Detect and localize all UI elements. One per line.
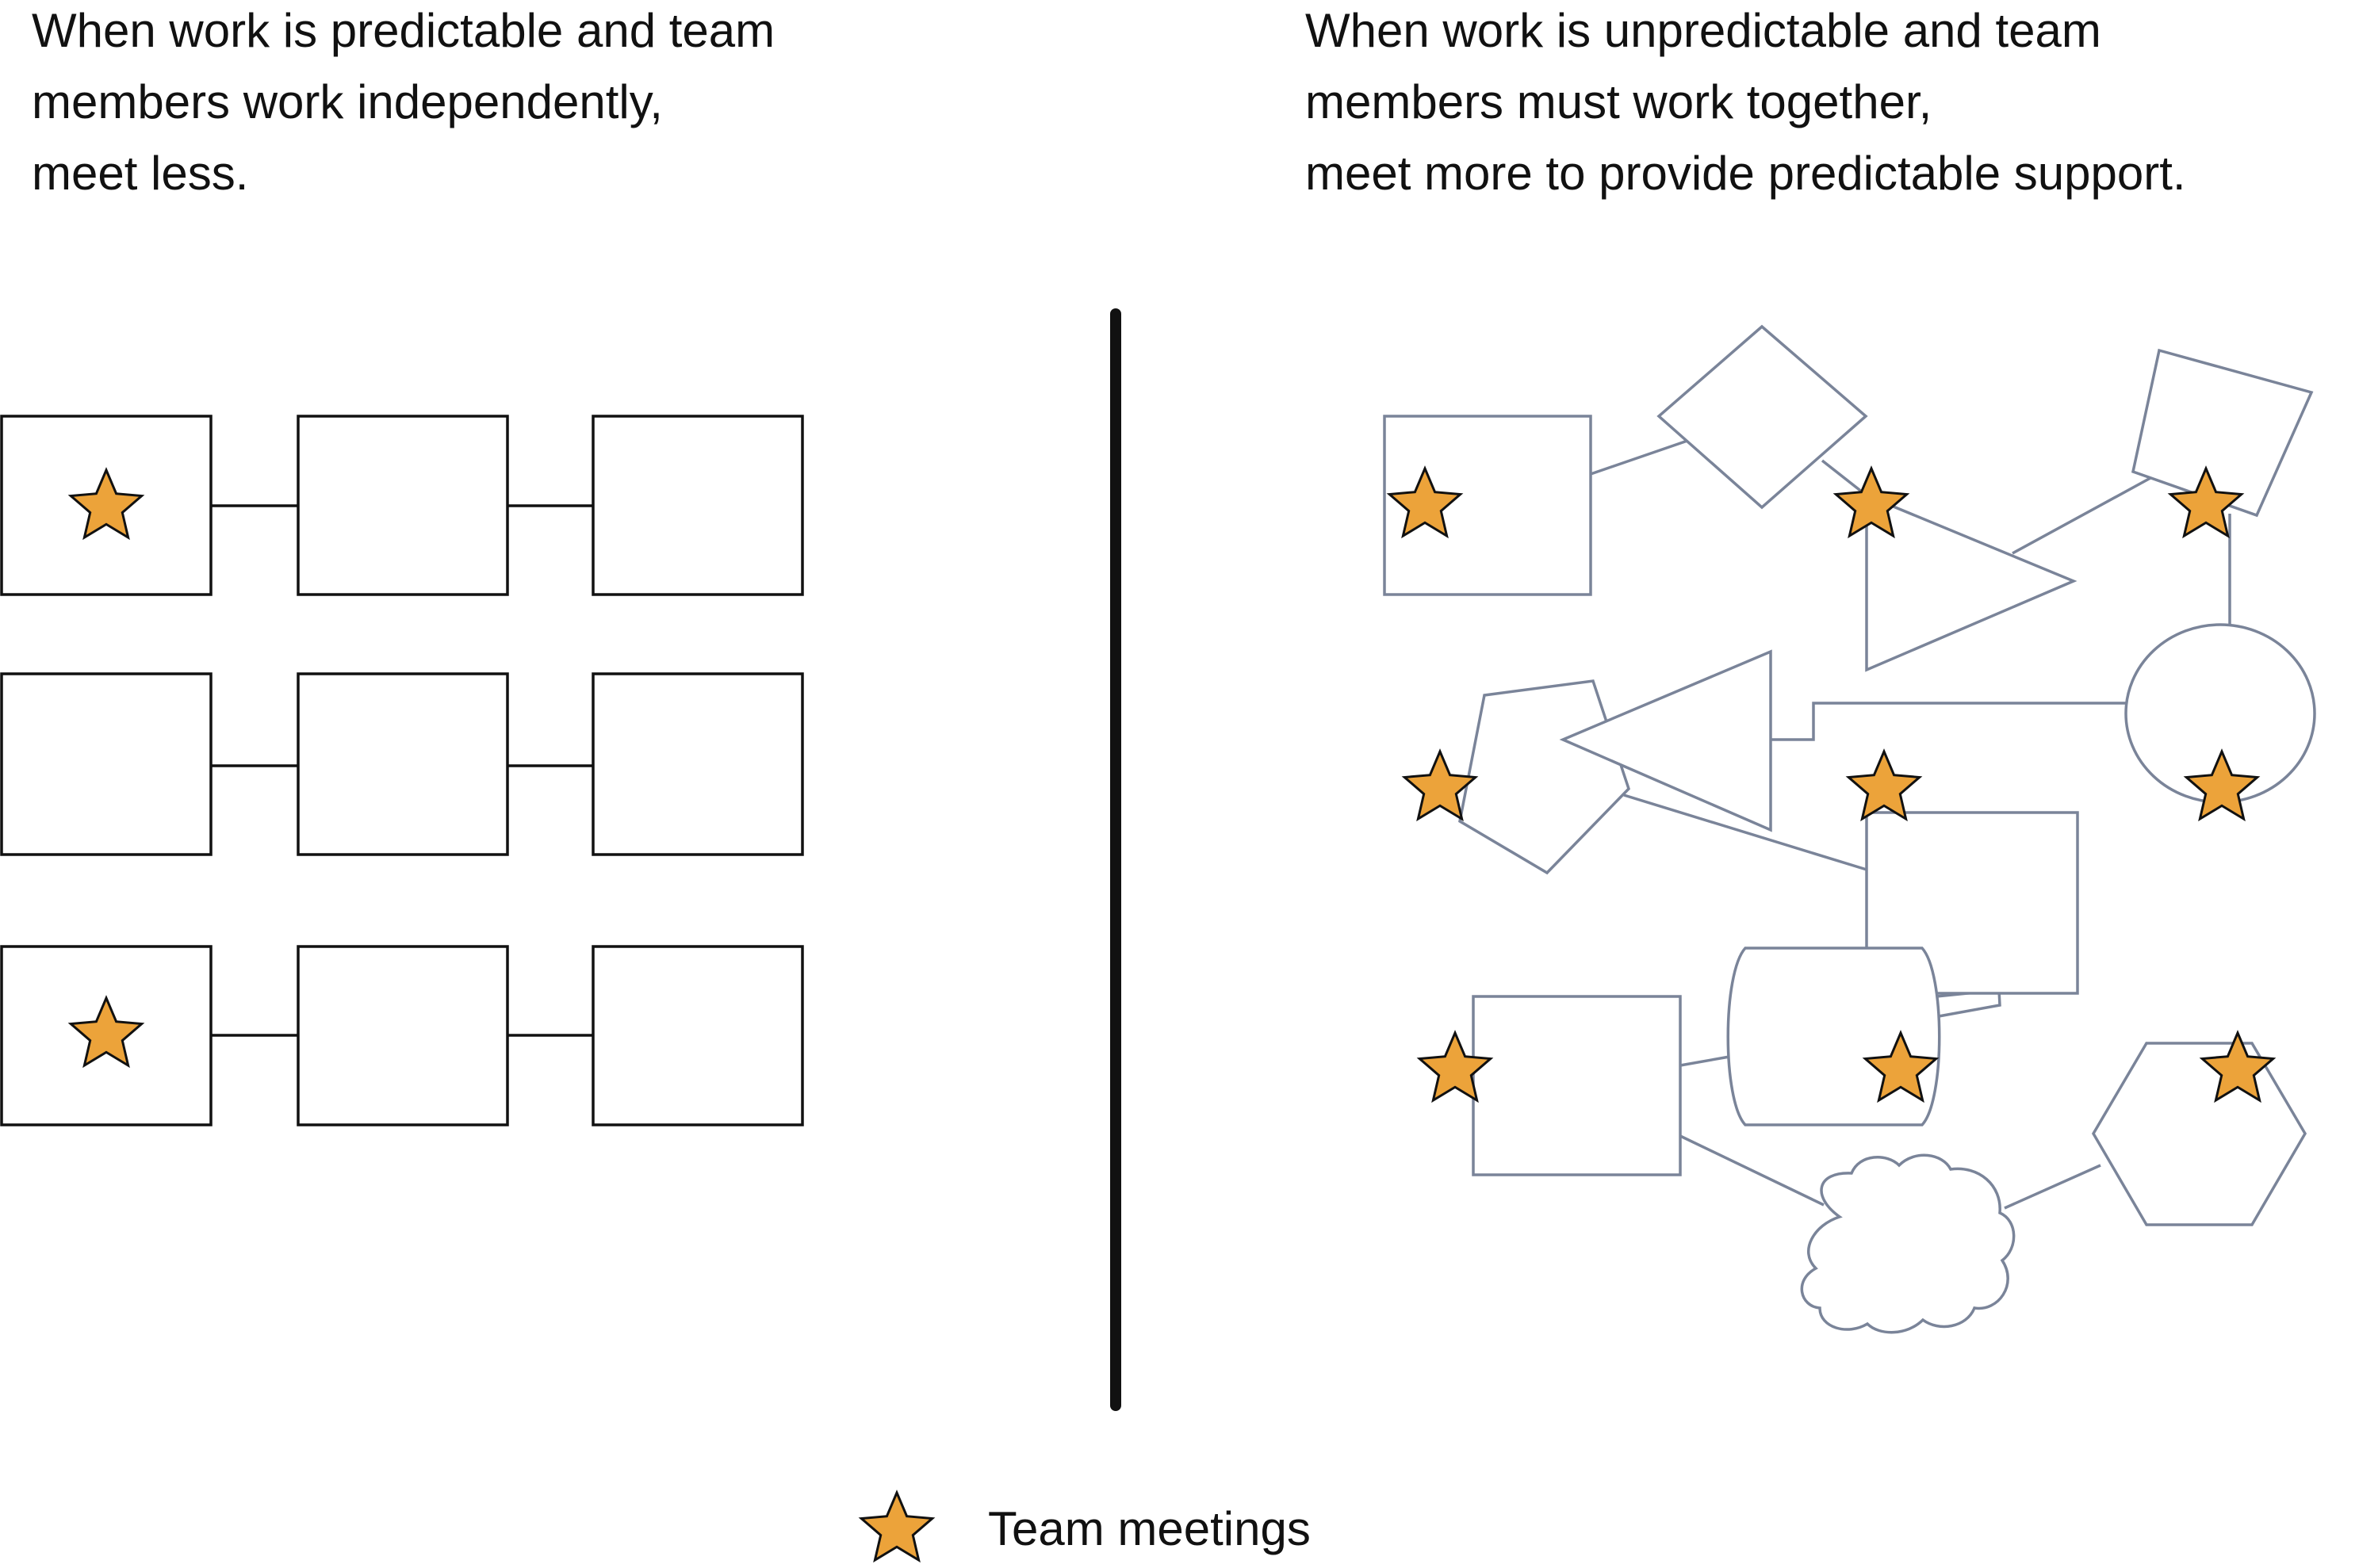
work-box (297, 945, 509, 1126)
work-box (0, 672, 213, 856)
work-box (0, 415, 213, 596)
connector-line (1679, 1134, 1825, 1207)
work-pentagon (1458, 679, 1630, 875)
caption-line: members must work together, (1305, 75, 1932, 128)
left-panel-predictable (0, 415, 804, 1126)
connector-line (2004, 1164, 2101, 1210)
connector-line (1623, 794, 1867, 871)
work-box (592, 672, 804, 856)
caption-line: members work independently, (32, 75, 663, 128)
connector-line (1821, 459, 1868, 497)
caption-line: meet more to provide predictable support… (1305, 147, 2186, 200)
connector-line (1590, 439, 1688, 476)
work-hexagon (2091, 1042, 2307, 1226)
work-cloud (1800, 1153, 2016, 1334)
work-box (592, 415, 804, 596)
caption-line: When work is unpredictable and team (1305, 4, 2101, 57)
legend-star-icon (860, 1491, 934, 1562)
work-triangle-left (1559, 649, 1772, 832)
work-box (297, 415, 509, 596)
work-box (592, 945, 804, 1126)
connector-line (2012, 476, 2151, 555)
work-square (1472, 995, 1682, 1176)
work-rhombus (2131, 348, 2314, 518)
star-icon (1847, 750, 1921, 820)
caption-line: meet less. (32, 147, 249, 200)
work-triangle-right (1865, 493, 2078, 672)
work-cylinder (1726, 947, 1941, 1126)
connector-line (1679, 1055, 1730, 1067)
right-panel-unpredictable (1383, 324, 2316, 1334)
right-caption: When work is unpredictable and team memb… (1305, 0, 2186, 209)
caption-line: When work is predictable and team (32, 4, 775, 57)
work-diamond (1656, 324, 1868, 510)
legend-label: Team meetings (988, 1502, 1311, 1555)
left-caption: When work is predictable and team member… (32, 0, 775, 209)
work-box (297, 672, 509, 856)
